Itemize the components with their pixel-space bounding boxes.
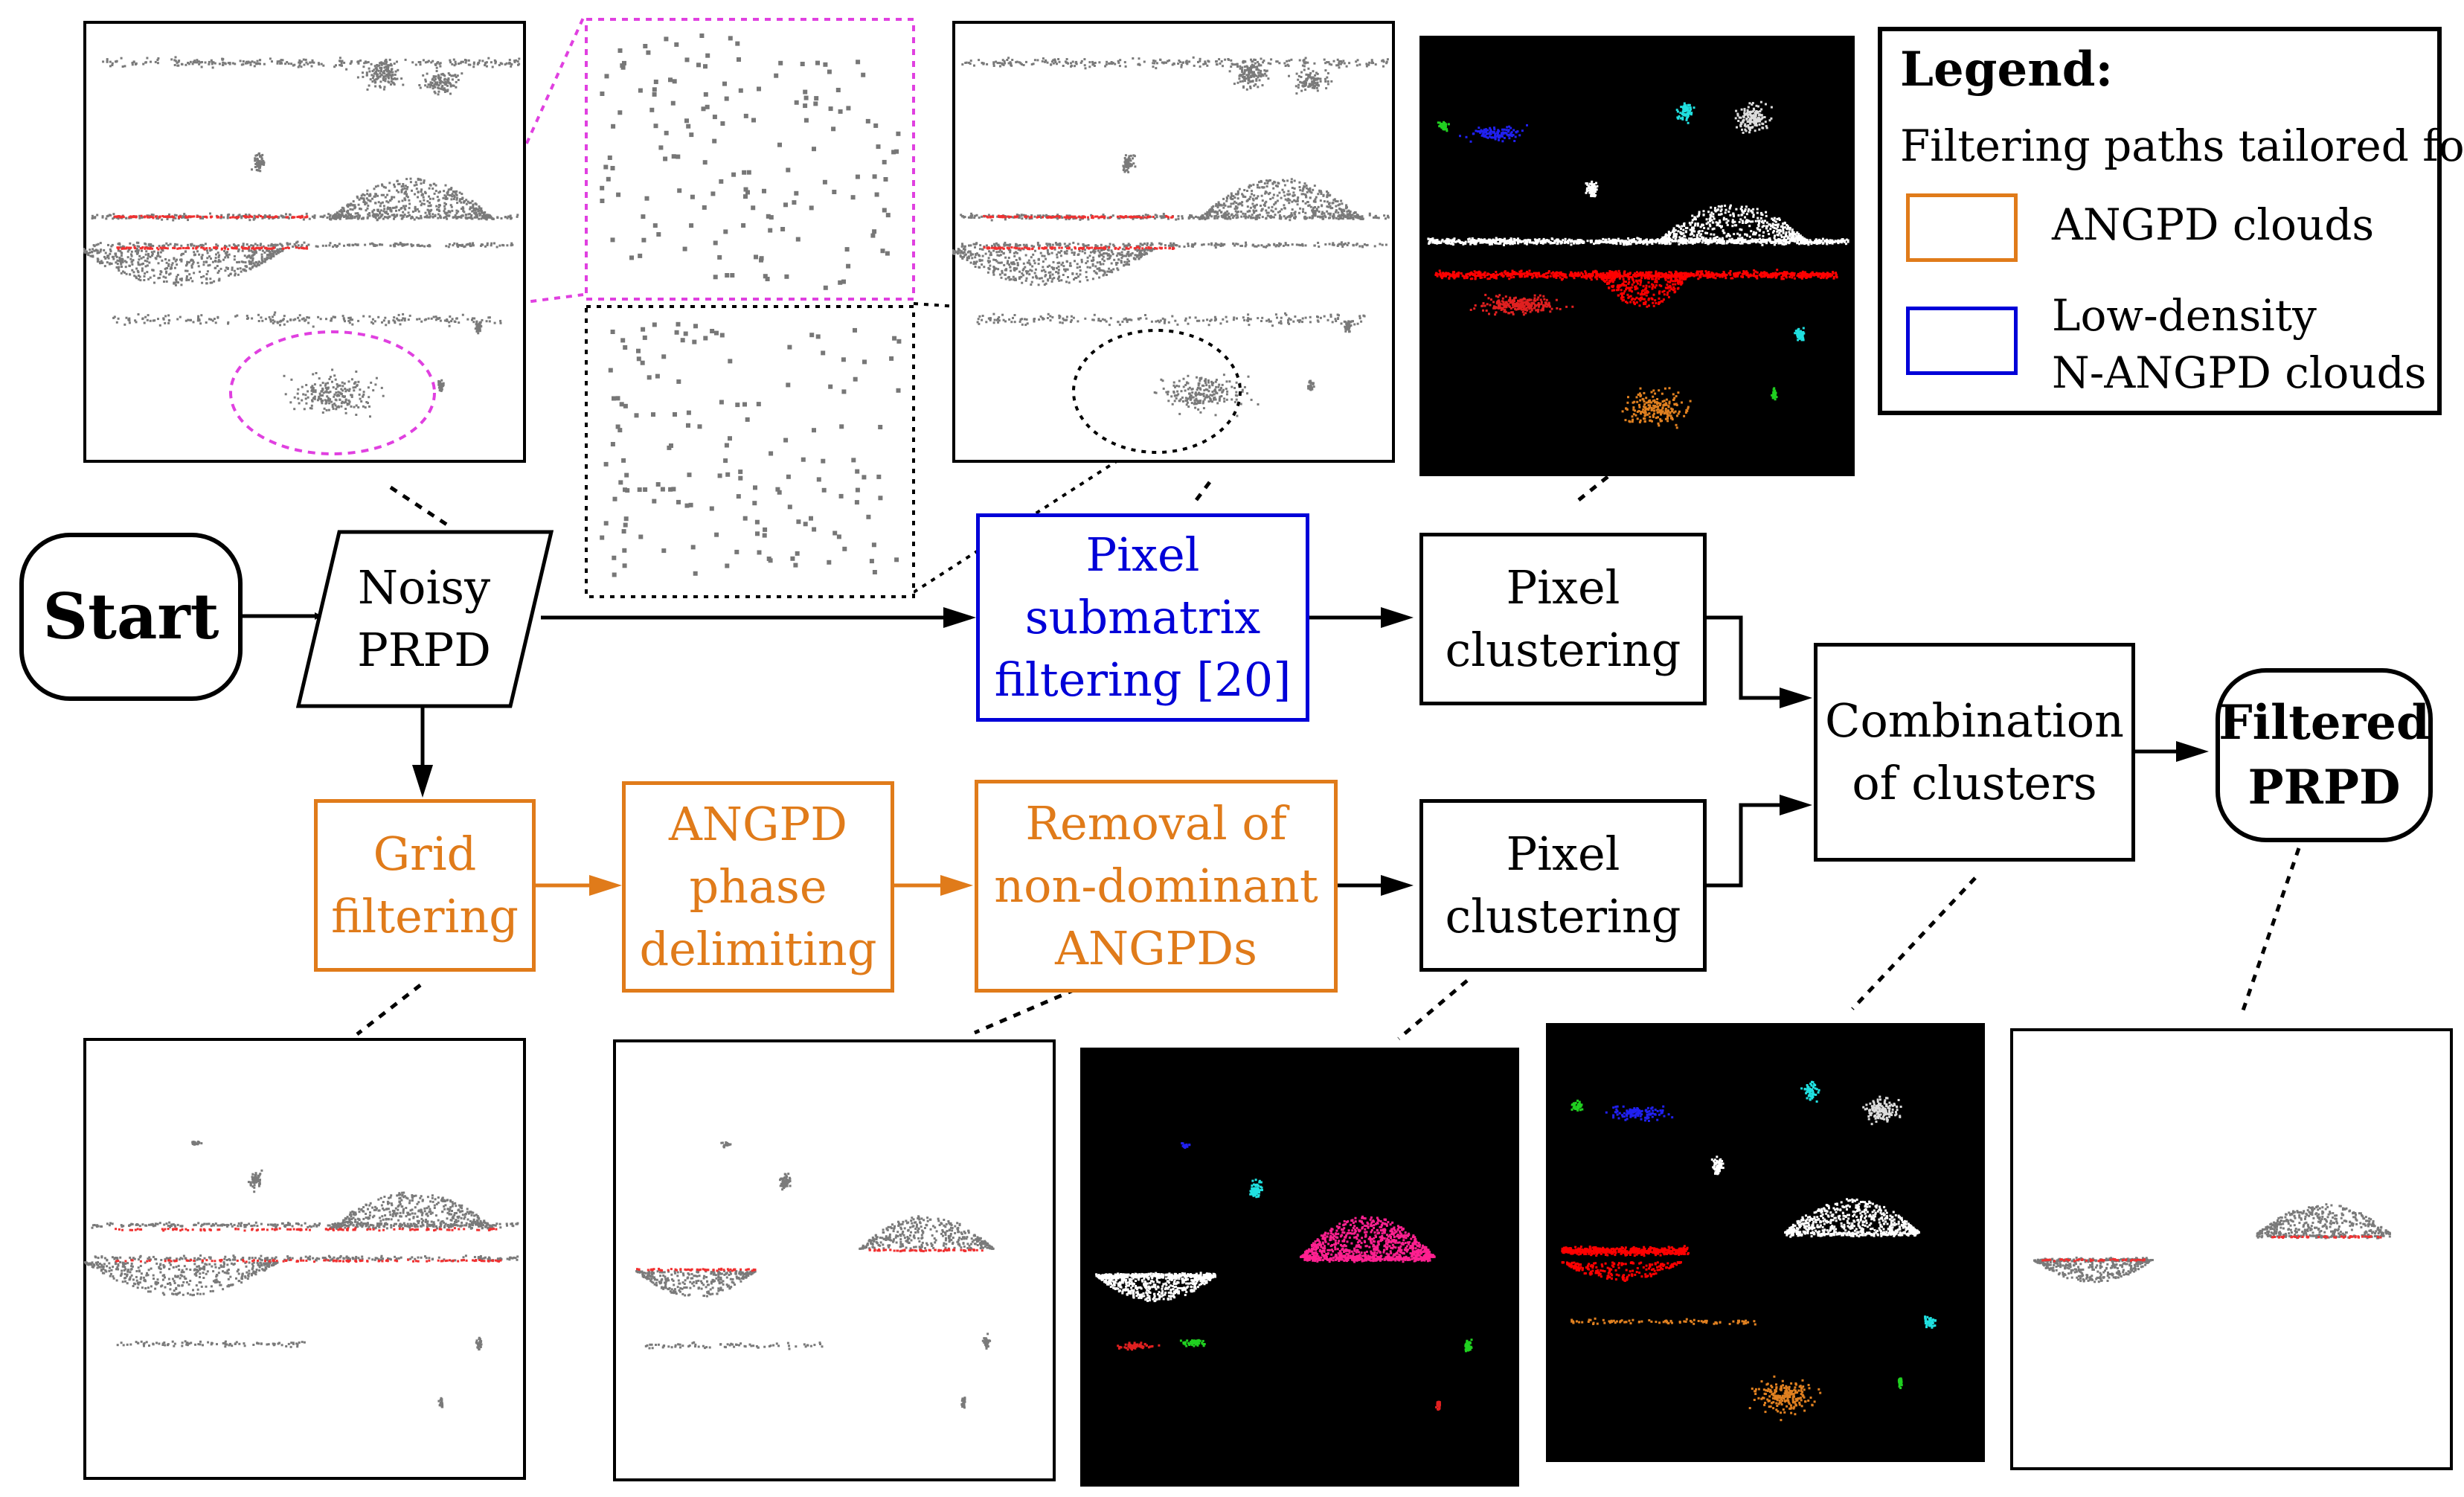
arrow-noisy-submatrix-head [943, 607, 976, 628]
filtered-line-1: Filtered [2218, 694, 2430, 751]
zoom-magenta-plot [585, 18, 915, 301]
leader-removal-plot [974, 987, 1076, 1035]
combination-of-clusters-node: Combination of clusters [1814, 643, 2135, 862]
leader-combo-plot [1851, 876, 1977, 1010]
arrow-pc1-combo-head [1780, 687, 1812, 708]
pixel-clustering-plot-top [1419, 36, 1855, 476]
leader-grid-plot [356, 984, 422, 1036]
grid-filtered-plot [83, 1038, 526, 1480]
submatrix-filtered-plot [952, 21, 1395, 463]
removal-line-3: ANGPDs [1055, 921, 1257, 976]
arrow-pc2-combo-head [1780, 795, 1812, 815]
arrow-noisy-grid-head [412, 765, 433, 798]
noisy-line-2: PRPD [357, 623, 491, 677]
pc1-line-2: clustering [1445, 623, 1681, 677]
removal-line-1: Removal of [1025, 795, 1287, 850]
arrow-pc1-combo [1704, 615, 1800, 700]
grid-line-1: Grid [373, 826, 477, 881]
submatrix-line-1: Pixel [1085, 527, 1200, 582]
arrow-submatrix-pc1-head [1381, 607, 1414, 628]
arrow-phase-removal-head [940, 875, 973, 896]
legend-title: Legend: [1900, 42, 2114, 97]
noisy-prprd-plot [83, 21, 526, 463]
pixel-clustering-node-top: Pixel clustering [1419, 533, 1707, 705]
noisy-prprd-node: Noisy PRPD [312, 530, 536, 708]
noisy-prprd-parallelogram [296, 530, 554, 708]
arrow-pc2-combo [1704, 803, 1800, 888]
filtered-line-2: PRPD [2248, 760, 2401, 815]
submatrix-line-3: filtering [20] [994, 653, 1292, 708]
angpd-phase-delimiting-node: ANGPD phase delimiting [622, 781, 894, 993]
legend: Legend: Filtering paths tailored for ANG… [1878, 27, 2464, 415]
legend-item-n-angpd: Low-density N-ANGPD clouds [2052, 290, 2427, 398]
phase-line-3: delimiting [639, 922, 877, 977]
pc2-line-1: Pixel [1506, 826, 1620, 881]
arrow-combo-filtered-head [2176, 741, 2209, 762]
leader-filtered-plot [2241, 847, 2301, 1011]
filtered-prprd-plot [2010, 1028, 2453, 1470]
legend-item-angpd: ANGPD clouds [2052, 199, 2375, 250]
pixel-clustering-node-bottom: Pixel clustering [1419, 799, 1707, 972]
pc1-line-1: Pixel [1506, 560, 1620, 615]
submatrix-line-2: submatrix [1024, 589, 1261, 644]
grid-line-2: filtering [331, 889, 519, 943]
arrow-grid-phase-head [589, 875, 622, 896]
arrow-removal-pc2-head [1381, 875, 1414, 896]
grid-filtering-node: Grid filtering [314, 799, 536, 972]
start-node: Start [19, 533, 243, 701]
phase-line-2: phase [689, 859, 827, 914]
combined-clusters-plot [1546, 1023, 1985, 1462]
filtered-prprd-node: Filtered PRPD [2216, 668, 2433, 842]
leader-submatrix-plot [1195, 475, 1216, 501]
pc2-line-2: clustering [1445, 889, 1681, 943]
zoom-black-plot [585, 305, 915, 598]
start-label: Start [42, 579, 219, 653]
leader-pc2-plot [1397, 979, 1469, 1040]
pixel-clustering-plot-bottom [1080, 1048, 1519, 1487]
phase-delimited-plot [613, 1039, 1056, 1481]
removal-non-dominant-angpds-node: Removal of non-dominant ANGPDs [975, 780, 1338, 993]
leader-noisy-plot [389, 485, 454, 530]
legend-swatch-blue [1906, 307, 2018, 375]
removal-line-2: non-dominant [994, 858, 1318, 913]
combo-line-2: of clusters [1852, 756, 2097, 810]
noisy-line-1: Noisy [357, 560, 491, 615]
leader-pc1-plot [1577, 475, 1610, 501]
combo-line-1: Combination [1825, 693, 2124, 748]
phase-line-1: ANGPD [669, 796, 847, 851]
legend-subtitle: Filtering paths tailored for [1900, 121, 2464, 171]
legend-swatch-orange [1906, 193, 2018, 262]
pixel-submatrix-filtering-node: Pixel submatrix filtering [20] [976, 513, 1309, 722]
